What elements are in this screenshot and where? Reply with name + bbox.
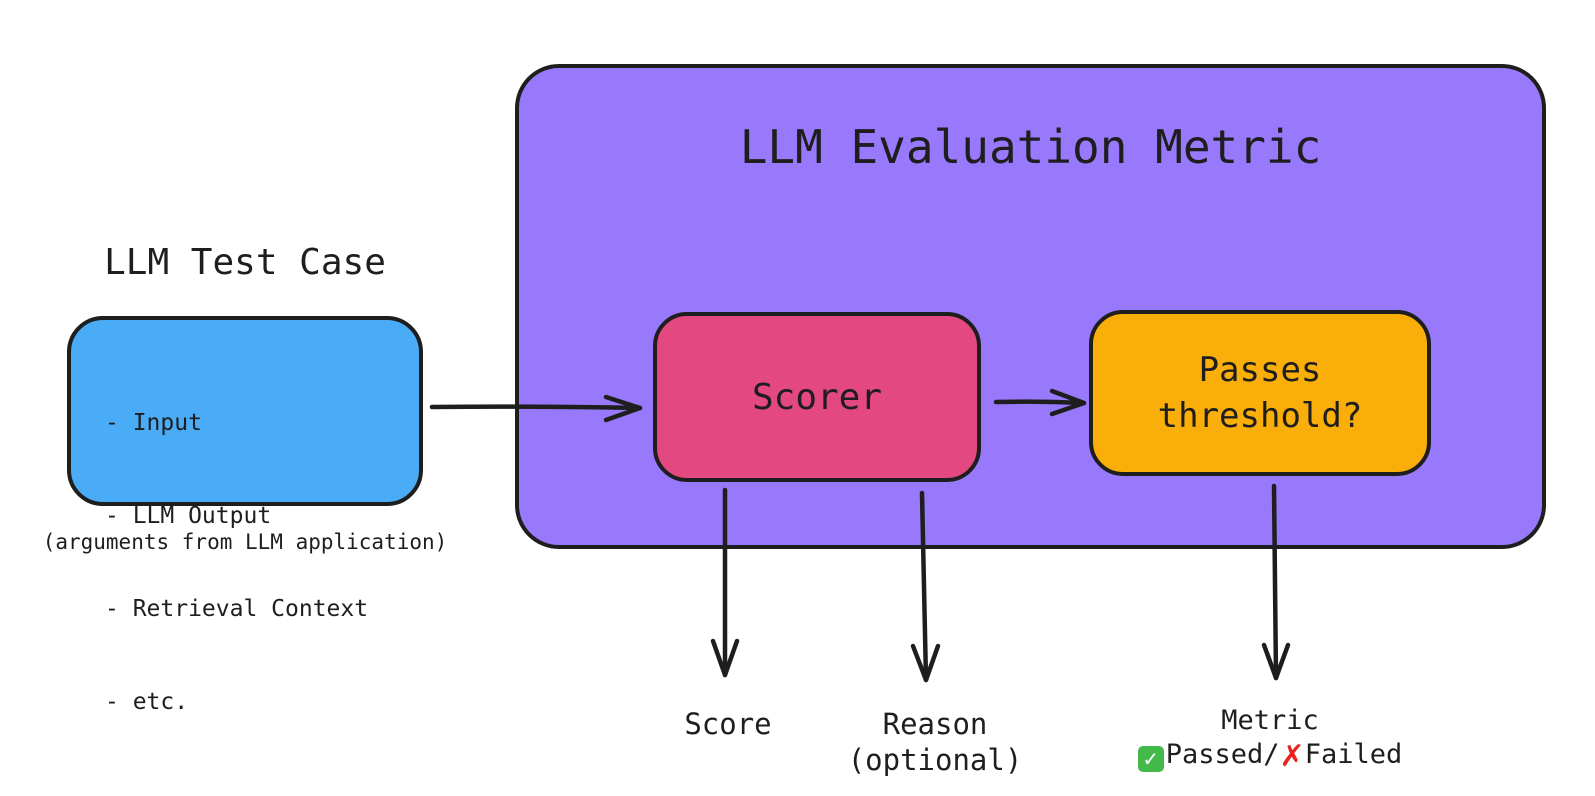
output-reason-line2: (optional) xyxy=(847,743,1023,777)
test-case-box xyxy=(67,316,423,506)
output-passed-label: Passed/ xyxy=(1165,739,1280,770)
test-case-list: - Input - LLM Output - Retrieval Context… xyxy=(105,346,368,749)
test-case-note: (arguments from LLM application) xyxy=(42,530,448,554)
metric-title: LLM Evaluation Metric xyxy=(739,120,1322,174)
output-score: Score xyxy=(684,707,772,741)
output-failed-label: Failed xyxy=(1304,739,1403,770)
output-reason: Reason (optional) xyxy=(820,706,1050,778)
test-case-item-input: - Input xyxy=(105,410,202,436)
threshold-label-line1: Passes xyxy=(1198,350,1322,390)
test-case-item-etc: - etc. xyxy=(105,689,189,715)
output-reason-line1: Reason xyxy=(882,707,988,741)
check-mark-icon: ✓ xyxy=(1137,746,1164,772)
output-metric-line1: Metric xyxy=(1221,705,1319,736)
test-case-item-llm-output: - LLM Output xyxy=(105,503,272,529)
cross-mark-icon: ✗ xyxy=(1279,739,1305,774)
threshold-box: Passes threshold? xyxy=(1089,310,1431,476)
scorer-box: Scorer xyxy=(653,312,981,482)
test-case-item-retrieval-context: - Retrieval Context xyxy=(105,596,369,622)
threshold-label-line2: threshold? xyxy=(1157,396,1363,436)
output-metric-line2: ✓Passed/✗Failed xyxy=(1120,738,1420,772)
output-metric: Metric ✓Passed/✗Failed xyxy=(1120,704,1420,772)
test-case-title: LLM Test Case xyxy=(104,242,386,283)
scorer-label: Scorer xyxy=(751,376,883,418)
